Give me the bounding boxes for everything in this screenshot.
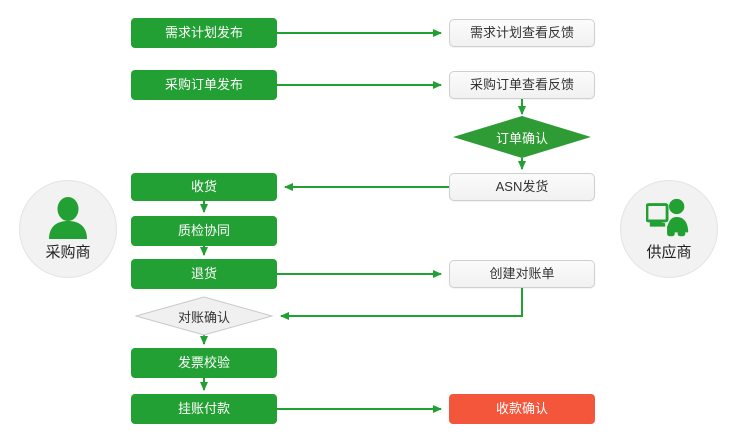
node-po-publish[interactable]: 采购订单发布 (131, 70, 277, 100)
node-demand-plan-feedback[interactable]: 需求计划查看反馈 (449, 19, 595, 47)
node-order-confirm[interactable]: 订单确认 (453, 116, 591, 158)
actor-supplier[interactable]: 供应商 (620, 180, 718, 278)
node-label: ASN发货 (495, 178, 549, 194)
node-label: 挂账付款 (177, 400, 230, 416)
node-label: 需求计划查看反馈 (469, 24, 574, 40)
actor-supplier-label: 供应商 (646, 243, 692, 261)
node-payment-post[interactable]: 挂账付款 (131, 394, 277, 424)
diamond-shape-green (453, 116, 591, 158)
node-label: 需求计划发布 (164, 24, 243, 40)
node-asn-ship[interactable]: ASN发货 (449, 173, 595, 201)
actor-buyer[interactable]: 采购商 (19, 180, 117, 278)
node-label: 采购订单发布 (164, 76, 243, 92)
diamond-shape-gray (135, 296, 273, 336)
node-demand-plan-publish[interactable]: 需求计划发布 (131, 18, 277, 48)
actor-buyer-label: 采购商 (45, 243, 91, 261)
edge-statement-to-confirm (280, 287, 523, 320)
node-return-goods[interactable]: 退货 (131, 259, 277, 289)
node-payment-confirm[interactable]: 收款确认 (449, 394, 595, 424)
node-label: 采购订单查看反馈 (469, 76, 574, 92)
node-po-feedback[interactable]: 采购订单查看反馈 (449, 71, 595, 99)
node-label: 质检协同 (177, 222, 230, 238)
node-label: 退货 (190, 265, 217, 281)
node-label: 创建对账单 (489, 265, 555, 281)
node-label: 订单确认 (495, 130, 548, 146)
node-label: 发票校验 (177, 354, 230, 370)
person-icon (49, 196, 87, 239)
node-invoice-check[interactable]: 发票校验 (131, 348, 277, 378)
node-label: 收货 (190, 178, 217, 194)
node-label: 收款确认 (495, 400, 548, 416)
node-receive-goods[interactable]: 收货 (131, 173, 277, 201)
node-create-statement[interactable]: 创建对账单 (449, 260, 595, 288)
person-at-computer-icon (646, 198, 689, 236)
node-label: 对账确认 (177, 309, 230, 325)
node-quality-coop[interactable]: 质检协同 (131, 216, 277, 246)
node-statement-confirm[interactable]: 对账确认 (135, 296, 273, 336)
